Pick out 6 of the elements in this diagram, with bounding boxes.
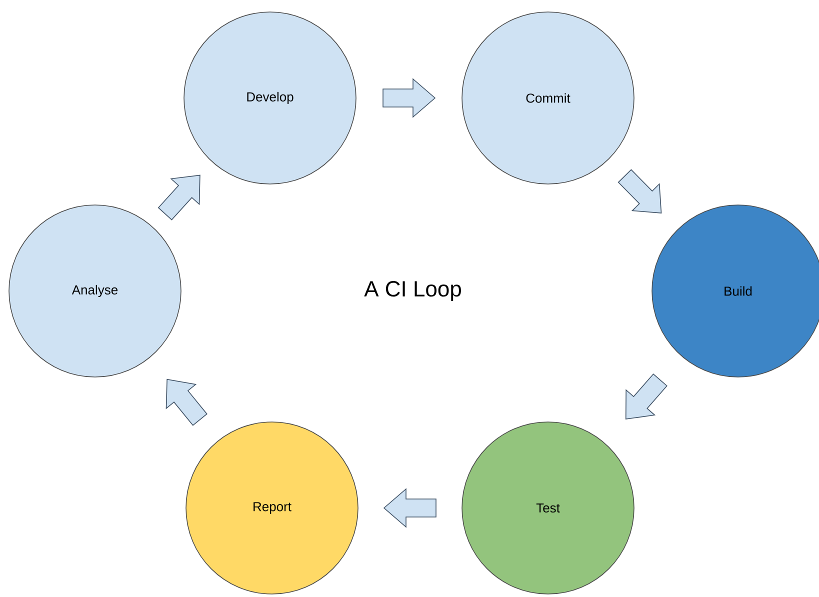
block-arrow xyxy=(166,378,208,426)
title: A CI Loop xyxy=(364,281,461,301)
block-arrow xyxy=(158,174,200,220)
block-arrow xyxy=(618,169,662,214)
block-arrow xyxy=(383,488,436,528)
block-arrow xyxy=(382,78,436,118)
